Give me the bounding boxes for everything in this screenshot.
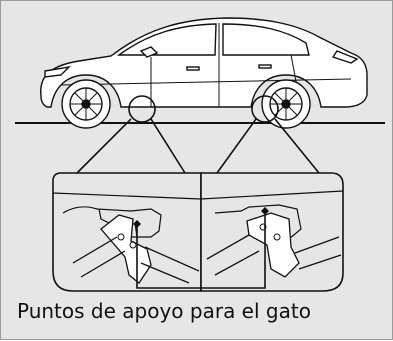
car-illustration (40, 17, 368, 108)
front-jack-point-marker (128, 95, 156, 123)
front-wheel (61, 79, 111, 129)
caption-leader (136, 215, 266, 289)
rear-jack-point-marker (251, 95, 279, 123)
detail-panel-rear (200, 172, 344, 292)
front-callout-lines (76, 118, 186, 174)
figure-caption: Puntos de apoyo para el gato (17, 299, 311, 323)
detail-panel-front (52, 172, 202, 292)
rear-callout-lines (216, 118, 320, 174)
